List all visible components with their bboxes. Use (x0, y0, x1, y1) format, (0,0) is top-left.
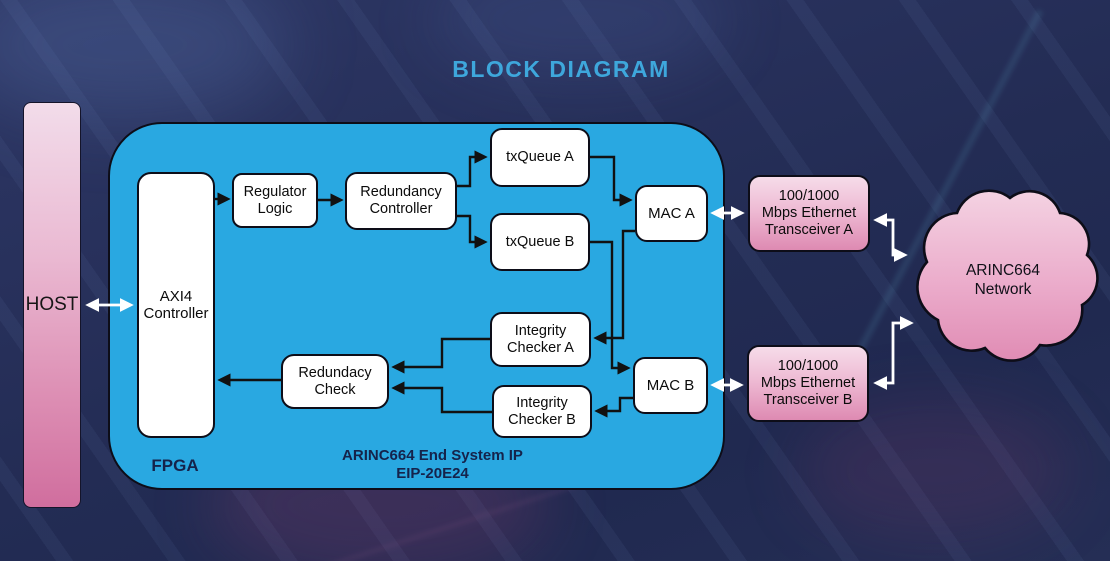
mac-a-label: MAC A (648, 204, 695, 222)
ethernet-transceiver-b-block: 100/1000 Mbps Ethernet Transceiver B (747, 345, 869, 422)
arinc664-network-label-line: ARINC664 (965, 262, 1041, 279)
redundacy-check-block: Redundacy Check (281, 354, 389, 409)
redundacy-check-label-line: Check (314, 381, 356, 398)
mac-b-label: MAC B (646, 376, 695, 394)
host-block: HOST (23, 102, 81, 508)
mac-b-block: MAC B (633, 357, 708, 414)
arrow-transceiver-b-network (873, 316, 914, 390)
txqueue-a-block: txQueue A (490, 128, 590, 187)
transceiver-b-label-line: Transceiver B (763, 391, 853, 408)
integrity-checker-a-label-line: Integrity (514, 322, 567, 339)
axi4-label-line: Controller (143, 305, 209, 322)
transceiver-a-label-line: Mbps Ethernet (761, 205, 857, 222)
integrity-checker-b-label-line: Checker B (508, 411, 576, 428)
ip-caption-line: ARINC664 End System IP (342, 447, 523, 464)
redundancy-controller-label-line: Controller (369, 201, 433, 217)
mac-a-block: MAC A (635, 185, 708, 242)
regulator-logic-label-line: Logic (257, 200, 293, 217)
fpga-caption: FPGA (151, 456, 199, 475)
ip-caption: ARINC664 End System IP EIP-20E24 (270, 447, 595, 482)
transceiver-a-label-line: Transceiver A (764, 221, 854, 238)
regulator-logic-label-line: Regulator (243, 183, 307, 200)
redundancy-controller-block: Redundancy Controller (345, 172, 457, 230)
txqueue-a-label: txQueue A (506, 149, 574, 166)
host-label: HOST (25, 293, 79, 315)
axi4-label-line: AXI4 (159, 287, 193, 305)
page-title: BLOCK DIAGRAM (452, 56, 670, 82)
ethernet-transceiver-a-block: 100/1000 Mbps Ethernet Transceiver A (748, 175, 870, 252)
transceiver-b-label-line: Mbps Ethernet (760, 375, 856, 392)
axi4-controller-block: AXI4 Controller (137, 172, 215, 438)
txqueue-b-block: txQueue B (490, 213, 590, 271)
ip-caption-line: EIP-20E24 (396, 464, 469, 482)
redundacy-check-label-line: Redundacy (298, 364, 372, 381)
integrity-checker-b-label-line: Integrity (516, 394, 568, 411)
transceiver-b-label-line: 100/1000 (777, 358, 839, 375)
redundancy-controller-label-line: Redundancy (360, 184, 442, 201)
integrity-checker-a-block: Integrity Checker A (490, 312, 591, 367)
arinc664-network-label-line: Network (974, 280, 1032, 298)
arrow-transceiver-a-network (873, 213, 908, 262)
arinc664-network-label: ARINC664 Network (928, 262, 1078, 299)
transceiver-a-label-line: 100/1000 (778, 188, 840, 205)
regulator-logic-block: Regulator Logic (232, 173, 318, 228)
integrity-checker-b-block: Integrity Checker B (492, 385, 592, 438)
txqueue-b-label: txQueue B (505, 233, 575, 250)
integrity-checker-a-label-line: Checker A (507, 339, 574, 356)
